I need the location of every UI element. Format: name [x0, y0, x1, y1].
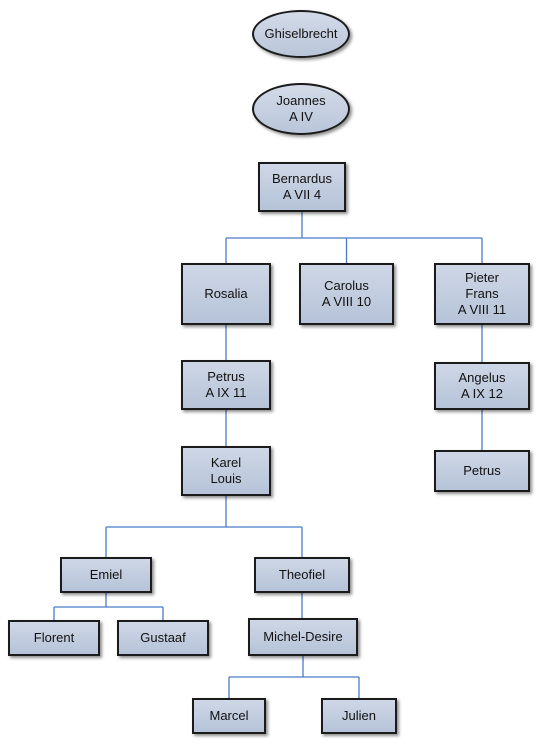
node-carolus: Carolus A VIII 10 [299, 263, 394, 325]
node-petrus-a-ix-11: Petrus A IX 11 [181, 360, 271, 410]
node-label: Theofiel [278, 567, 326, 582]
node-ghiselbrecht: Ghiselbrecht [252, 10, 350, 58]
node-petrus: Petrus [434, 450, 530, 492]
node-label: Marcel [209, 708, 249, 723]
node-karel-louis: Karel Louis [181, 446, 271, 496]
node-label: Pieter Frans A VIII 11 [457, 270, 507, 317]
node-label: Joannes A IV [276, 93, 326, 124]
node-label: Bernardus A VII 4 [272, 171, 332, 202]
node-michel-desire: Michel-Desire [248, 618, 358, 656]
node-label: Petrus [463, 463, 501, 478]
node-rosalia: Rosalia [181, 263, 271, 325]
node-label: Karel Louis [210, 455, 242, 486]
node-label: Emiel [89, 567, 123, 582]
node-angelus: Angelus A IX 12 [434, 362, 530, 410]
node-label: Gustaaf [140, 630, 186, 645]
node-label: Michel-Desire [263, 629, 343, 644]
node-joannes: Joannes A IV [252, 83, 350, 135]
node-pieter-frans: Pieter Frans A VIII 11 [434, 263, 530, 325]
node-gustaaf: Gustaaf [117, 620, 209, 656]
node-label: Julien [342, 708, 376, 723]
node-theofiel: Theofiel [254, 557, 350, 593]
node-label: Ghiselbrecht [264, 26, 338, 41]
node-label: Angelus A IX 12 [458, 370, 506, 401]
node-marcel: Marcel [192, 698, 266, 734]
node-julien: Julien [321, 698, 397, 734]
node-bernardus: Bernardus A VII 4 [258, 162, 346, 212]
node-label: Carolus A VIII 10 [321, 278, 372, 309]
node-label: Florent [33, 630, 75, 645]
node-label: Petrus A IX 11 [205, 369, 247, 400]
node-emiel: Emiel [60, 557, 152, 593]
node-florent: Florent [8, 620, 100, 656]
node-label: Rosalia [204, 286, 248, 301]
